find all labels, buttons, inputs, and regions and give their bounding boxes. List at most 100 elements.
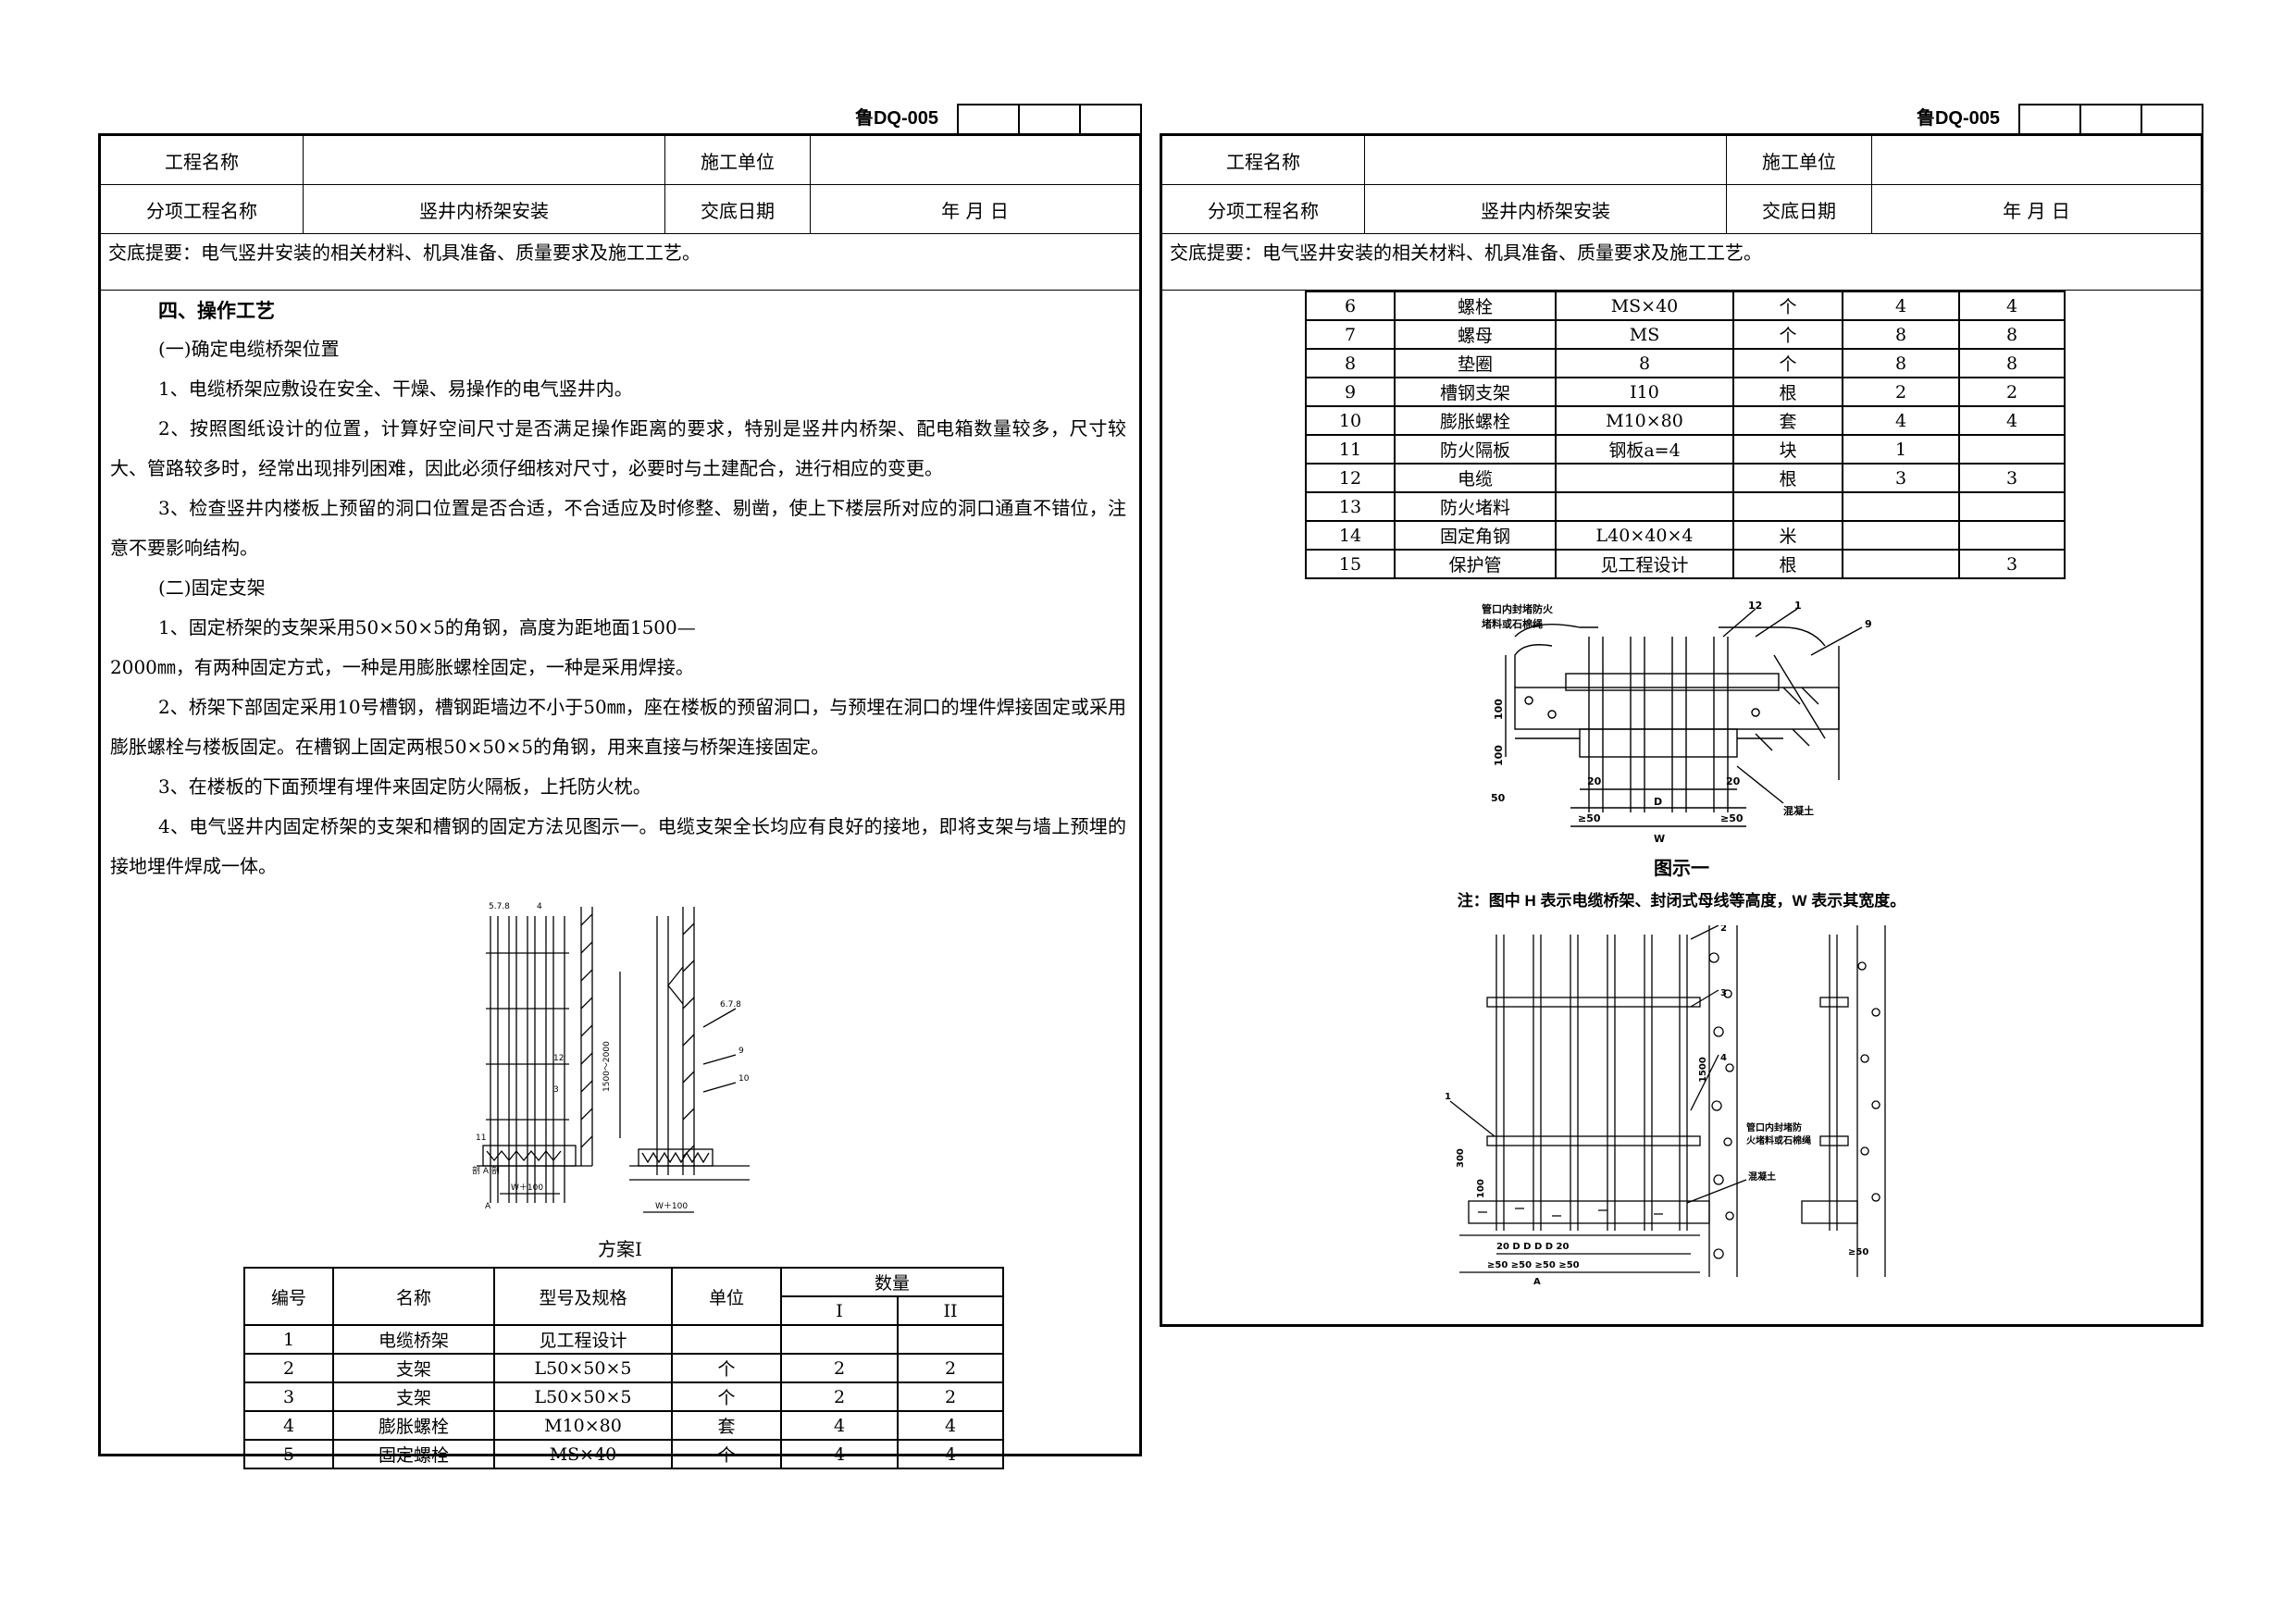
table-cell: 1 <box>243 1324 334 1355</box>
fig-label: 9 <box>1865 618 1872 630</box>
table-cell: 2 <box>897 1353 1004 1383</box>
paragraph: 1、固定桥架的支架采用50×50×5的角钢，高度为距地面1500— <box>158 616 696 638</box>
table-cell: 8 <box>1958 319 2066 350</box>
paragraph: 4、电气竖井内固定桥架的支架和槽钢的固定方法见图示一。电缆支架全长均应有良好的接… <box>110 815 1126 877</box>
table-cell: 10 <box>1305 405 1396 436</box>
sub-project-value: 竖井内桥架安装 <box>304 185 665 233</box>
scheme-figure: 5.7.8 4 6.7.8 9 10 11 12 3 1500～2000 W＋1… <box>472 902 750 1213</box>
paragraph: 2、桥架下部固定采用10号槽钢，槽钢距墙边不小于50㎜，座在楼板的预留洞口，与预… <box>110 696 1126 758</box>
paragraph: 2、按照图纸设计的位置，计算好空间尺寸是否满足操作距离的要求，特别是竖井内桥架、… <box>110 417 1126 479</box>
table-cell: L50×50×5 <box>493 1381 673 1412</box>
fig-label: 100 <box>1493 745 1505 766</box>
fig-label: 1500～2000 <box>602 1041 612 1092</box>
table-cell: 见工程设计 <box>493 1324 673 1355</box>
table-cell: 14 <box>1305 520 1396 551</box>
table-cell: 11 <box>1305 434 1396 465</box>
header-row-1: 工程名称 施工单位 <box>1162 136 2201 185</box>
col-name: 名称 <box>332 1267 495 1326</box>
table-cell <box>897 1324 1004 1355</box>
fig-label: ≥50 <box>1720 812 1744 824</box>
fig-label: 10 <box>738 1074 750 1084</box>
fig-label: 11 <box>476 1134 486 1143</box>
construction-unit-value <box>1872 136 2201 184</box>
fig-label: 12 <box>553 1054 564 1063</box>
table-cell: L50×50×5 <box>493 1353 673 1383</box>
table-cell: 膨胀螺栓 <box>1394 405 1557 436</box>
table-cell: 个 <box>671 1353 782 1383</box>
table-cell: 2 <box>780 1381 899 1412</box>
table-cell: M10×80 <box>1555 405 1734 436</box>
table-cell: 槽钢支架 <box>1394 377 1557 407</box>
fig-label: 1 <box>1794 600 1802 612</box>
table-cell: 固定螺栓 <box>332 1439 495 1469</box>
table-cell: 7 <box>1305 319 1396 350</box>
table-cell: 个 <box>1732 348 1843 378</box>
header-row-2: 分项工程名称 竖井内桥架安装 交底日期 年 月 日 <box>1162 185 2201 234</box>
table-cell: 4 <box>243 1410 334 1441</box>
table-cell <box>1842 520 1960 551</box>
table-cell: 2 <box>243 1353 334 1383</box>
project-name-label: 工程名称 <box>101 136 304 184</box>
fig-label: 50 <box>1491 792 1506 804</box>
table-cell: 4 <box>780 1410 899 1441</box>
fig-label: 堵料或石棉绳 <box>1482 617 1543 630</box>
figure-caption: 方案I <box>598 1238 642 1260</box>
col-no: 编号 <box>243 1267 334 1326</box>
table-cell: 1 <box>1842 434 1960 465</box>
paragraph: 3、在楼板的下面预埋有埋件来固定防火隔板，上托防火枕。 <box>158 775 652 798</box>
fig-label: 1 <box>1445 1092 1451 1102</box>
project-name-label: 工程名称 <box>1162 136 1365 184</box>
table-cell: 保护管 <box>1394 549 1557 579</box>
paragraph: (二)固定支架 <box>158 576 266 599</box>
fig-label: ≥50 <box>1848 1247 1868 1258</box>
table-cell: 套 <box>671 1410 782 1441</box>
table-cell: 4 <box>780 1439 899 1469</box>
table-cell: 根 <box>1732 549 1843 579</box>
table-cell: 螺栓 <box>1394 291 1557 321</box>
date-value: 年 月 日 <box>941 199 1009 222</box>
code-box <box>957 104 1020 133</box>
fig-label: 1500 <box>1698 1057 1708 1083</box>
table-cell: 个 <box>671 1381 782 1412</box>
form-frame: 工程名称 施工单位 分项工程名称 竖井内桥架安装 交底日期 年 月 日 交底提要… <box>1160 133 2203 1327</box>
table-cell: 电缆桥架 <box>332 1324 495 1355</box>
fig-label: 管口内封堵防 <box>1746 1121 1802 1134</box>
shaft-elevation-figure: 2 3 4 1 1500 300 100 管口内封堵防 火堵料或石棉绳 混凝土 … <box>1445 925 1886 1286</box>
table-cell: 4 <box>1958 291 2066 321</box>
code-box <box>2018 104 2081 133</box>
table-cell: 膨胀螺栓 <box>332 1410 495 1441</box>
table-cell: M10×80 <box>493 1410 673 1441</box>
table-cell: 4 <box>897 1410 1004 1441</box>
col-unit: 单位 <box>671 1267 782 1326</box>
table-cell: 8 <box>1958 348 2066 378</box>
fig-label: ≥50 <box>1578 812 1601 824</box>
table-cell <box>1555 491 1734 522</box>
table-cell: 2 <box>897 1381 1004 1412</box>
table-cell: 8 <box>1842 348 1960 378</box>
code-box <box>2079 104 2142 133</box>
fig-label: 12 <box>1748 600 1762 612</box>
summary: 交底提要：电气竖井安装的相关材料、机具准备、质量要求及施工工艺。 <box>101 234 1139 291</box>
table-cell: 根 <box>1732 463 1843 493</box>
fig-label: A <box>1533 1277 1541 1286</box>
fig-label: 3 <box>1720 988 1727 998</box>
table-cell <box>780 1324 899 1355</box>
table-cell: 13 <box>1305 491 1396 522</box>
table-cell: 电缆 <box>1394 463 1557 493</box>
table-cell: 12 <box>1305 463 1396 493</box>
col-q1: I <box>780 1295 899 1326</box>
form-code: 鲁DQ-005 <box>854 108 938 129</box>
table-cell: 钢板a=4 <box>1555 434 1734 465</box>
form-code-row: 鲁DQ-005 <box>855 104 1142 133</box>
fig-label: 混凝土 <box>1748 1171 1776 1183</box>
table-cell: 米 <box>1732 520 1843 551</box>
